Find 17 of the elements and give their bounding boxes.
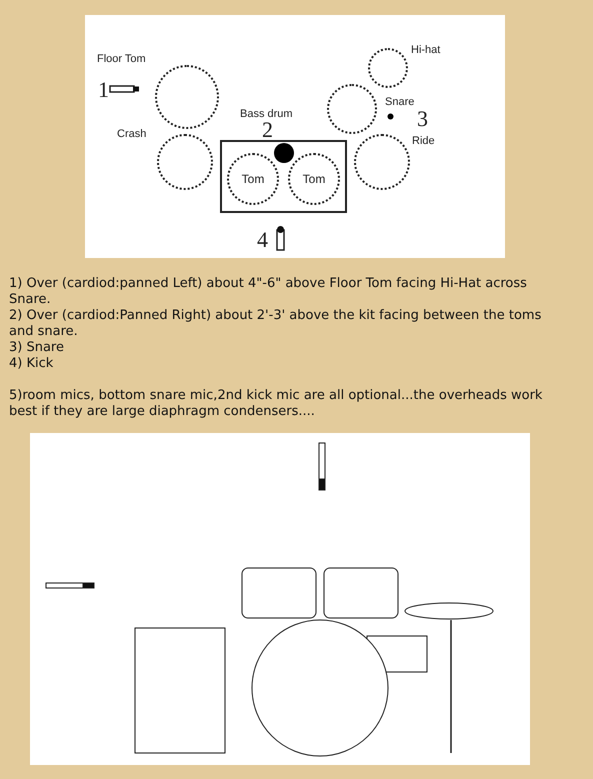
note-text: 2) Over (cardiod:Panned Right) about 2'-3' above the kit facing between the toms and snare. [9,308,542,340]
note-text: 3) Snare [9,340,65,356]
drum-label: Bass drum [240,108,293,120]
callout-number: 2 [262,120,273,139]
callout-number: 1 [98,80,109,99]
note-text: 1) Over (cardiod:panned Left) about 4"-6" above Floor Tom facing Hi-Hat across Snare. [9,276,528,308]
drum-label: Snare [385,96,414,108]
drum-label: Floor Tom [97,53,146,65]
callout-number: 4 [257,230,268,249]
drum-label: Tom [302,173,326,185]
note-text: 5)room mics, bottom snare mic,2nd kick mic are all optional...the overheads work best if they are large diaphragm condensers.... [9,388,544,420]
drum-label: Tom [242,173,264,185]
callout-number: 3 [417,109,428,128]
drum-label: Ride [412,135,435,147]
drum-label: Hi-hat [411,44,440,56]
note-text: 4) Kick [9,356,54,372]
drum-label: Crash [117,128,146,140]
